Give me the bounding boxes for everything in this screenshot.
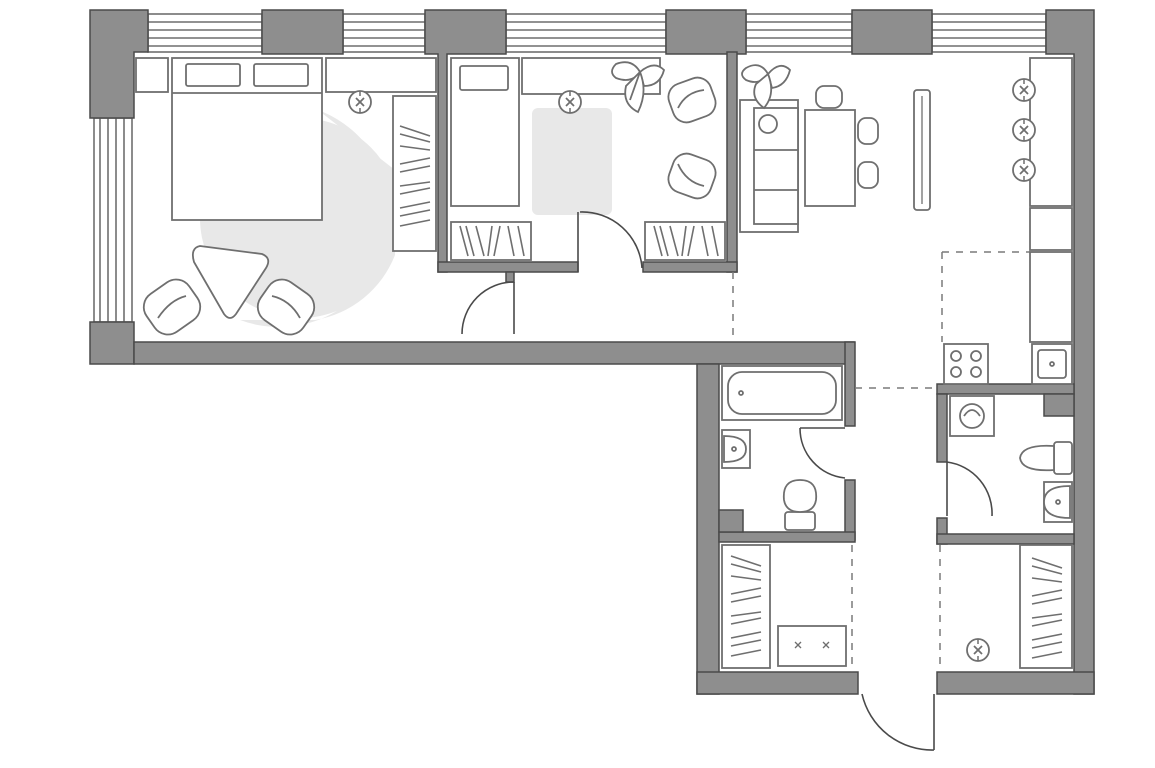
window-top-4 xyxy=(745,13,853,53)
wall-kids-right xyxy=(726,51,738,273)
toilet-icon xyxy=(1019,441,1073,475)
hall-wardrobe-left xyxy=(721,544,771,669)
toilet-icon xyxy=(782,479,818,531)
wall-pier-4 xyxy=(851,9,933,55)
armchair-icon xyxy=(142,278,202,336)
door-swing-icon[interactable] xyxy=(861,693,935,751)
double-bed xyxy=(171,57,323,221)
wall-pier-1 xyxy=(261,9,344,55)
shaft-wc xyxy=(1043,393,1075,417)
ceiling-lamp-icon xyxy=(758,114,778,134)
wall-kids-bottom-1 xyxy=(437,261,579,273)
wall-outer-left xyxy=(89,9,149,119)
fridge xyxy=(1029,207,1073,251)
window-top-1 xyxy=(147,13,263,53)
wall-kids-bottom-2 xyxy=(642,261,738,273)
wall-wc-top xyxy=(936,383,1075,395)
dresser xyxy=(325,57,437,93)
wall-bottom-1 xyxy=(133,341,855,365)
wall-bottom-right xyxy=(936,671,1095,695)
coffee-table xyxy=(191,245,270,319)
kids-rug xyxy=(532,108,612,215)
door-swing-icon[interactable] xyxy=(946,461,993,517)
wall-wc-left-top xyxy=(936,393,948,463)
armchair-icon xyxy=(256,278,316,336)
wall-bath-right-bottom xyxy=(844,479,856,541)
ceiling-lamp-icon xyxy=(348,90,372,114)
dining-table xyxy=(804,85,879,207)
bathtub-icon xyxy=(721,365,843,421)
window-top-2 xyxy=(342,13,426,53)
ceiling-lamp-icon xyxy=(558,90,582,114)
armchair-icon xyxy=(667,76,717,124)
wall-bath-bottom xyxy=(718,531,856,543)
wall-bath-right-top xyxy=(844,341,856,427)
kitchen-counter-lower xyxy=(1029,251,1073,343)
kids-wardrobe-left xyxy=(450,221,532,261)
door-swing-icon[interactable] xyxy=(577,211,643,272)
wall-bottom-left xyxy=(696,671,859,695)
bench xyxy=(777,625,847,667)
stove-icon xyxy=(943,343,989,385)
sink-icon xyxy=(1031,343,1073,385)
bedroom-wardrobe xyxy=(392,95,437,252)
door-swing-icon[interactable] xyxy=(799,427,846,479)
single-bed xyxy=(450,57,520,207)
kids-wardrobe-right xyxy=(644,221,726,261)
nightstand-left xyxy=(135,57,169,93)
armchair-icon xyxy=(667,152,717,200)
washing-machine-icon xyxy=(949,395,995,437)
plant-icon xyxy=(611,61,665,114)
shaft-bath xyxy=(718,509,744,533)
door-swing-icon[interactable] xyxy=(461,281,515,335)
wall-pier-3 xyxy=(665,9,747,55)
hall-wardrobe-right xyxy=(1019,544,1073,669)
window-left xyxy=(93,117,133,323)
window-top-3 xyxy=(505,13,667,53)
washbasin-icon xyxy=(1043,481,1073,523)
washbasin-icon xyxy=(721,429,751,469)
wall-bath-left xyxy=(696,363,720,695)
kitchen-counter xyxy=(1012,57,1073,207)
window-top-5 xyxy=(931,13,1047,53)
ceiling-lamp-icon xyxy=(966,638,990,662)
wall-left-lower xyxy=(89,321,135,365)
wall-wc-bottom xyxy=(936,533,1075,545)
wall-kids-stub xyxy=(505,271,515,283)
plant-icon xyxy=(741,64,791,110)
